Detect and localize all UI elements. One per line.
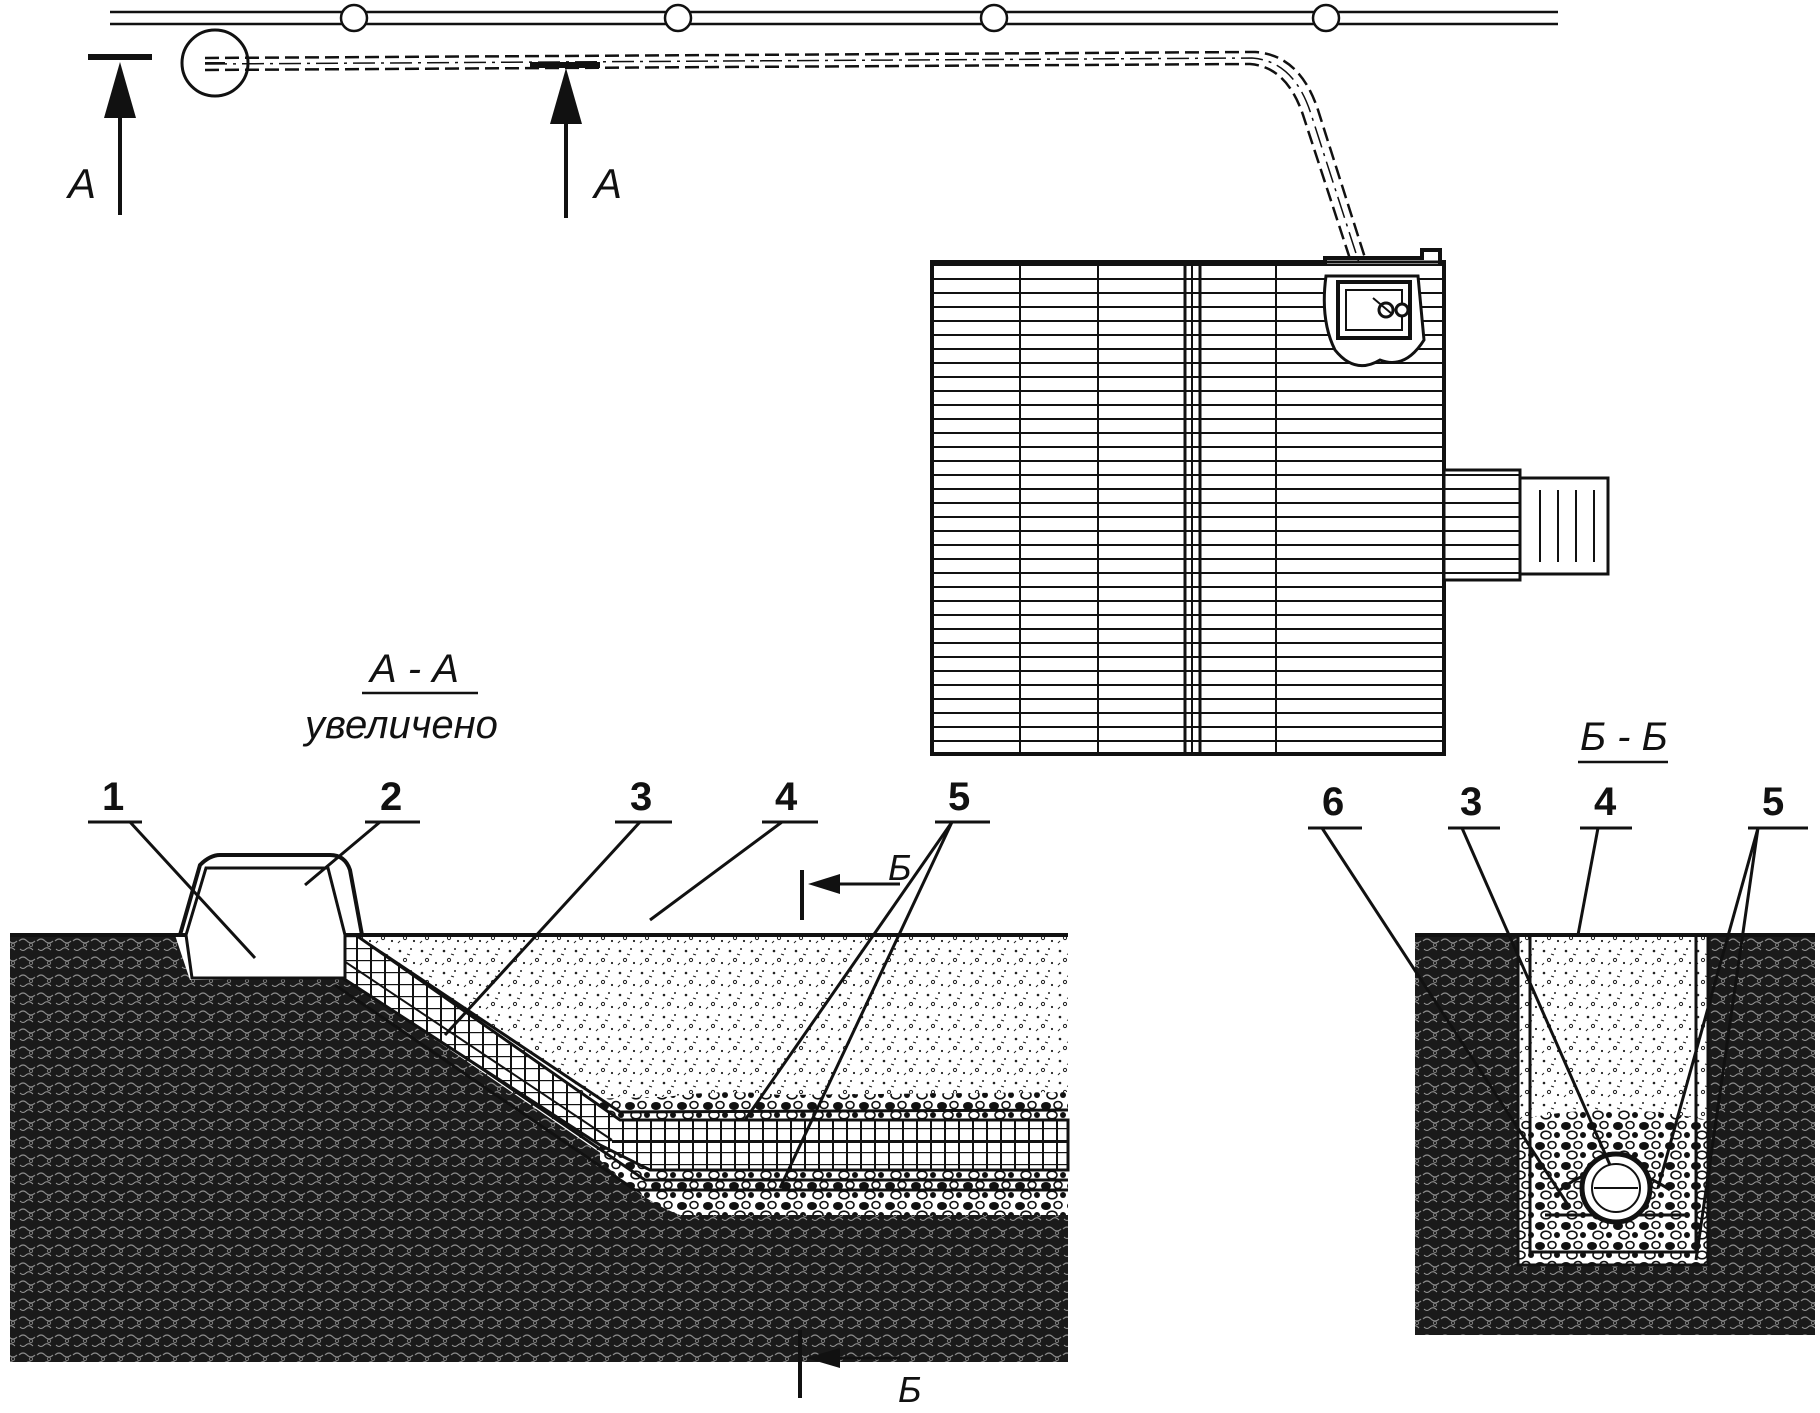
section-arrow-a-right [530, 62, 600, 218]
section-aa: А - А увеличено [10, 647, 1070, 1410]
svg-text:3: 3 [630, 775, 652, 819]
section-bb: Б - Б 6 3 4 [1308, 715, 1815, 1335]
callout-4: 4 [649, 775, 818, 922]
trench-soil [1415, 933, 1815, 1335]
drain-pipe-cross-section [1579, 1151, 1653, 1225]
section-aa-subtitle: увеличено [302, 703, 498, 747]
section-label-b-bottom: Б [898, 1369, 921, 1410]
downpipe-box [1322, 274, 1426, 368]
svg-text:4: 4 [775, 775, 798, 819]
callout-3-bb: 3 [1448, 780, 1612, 1166]
section-arrow-a-left [88, 54, 152, 215]
svg-text:2: 2 [380, 775, 402, 819]
callout-4-bb: 4 [1576, 780, 1632, 936]
section-label-a-left: А [65, 160, 96, 207]
callout-2: 2 [304, 775, 420, 887]
callout-5-bb: 5 [1656, 780, 1808, 1261]
porch-plan [1442, 468, 1610, 582]
trench-liner [1516, 935, 1710, 1267]
inspection-box [177, 853, 365, 980]
svg-text:5: 5 [948, 775, 970, 819]
well-symbol [180, 28, 250, 98]
section-label-a-right: А [591, 160, 622, 207]
callout-5: 5 [743, 775, 990, 1189]
section-label-b-top: Б [888, 847, 911, 888]
svg-text:6: 6 [1322, 780, 1344, 824]
section-bb-title: Б - Б [1580, 715, 1668, 759]
callout-3: 3 [443, 775, 672, 1037]
drain-pipe-midline [204, 57, 1374, 307]
section-arrow-b-top [800, 870, 900, 920]
drain-pipe-route [204, 50, 1382, 309]
callout-6: 6 [1308, 780, 1572, 1209]
section-arrow-b-bottom [798, 1330, 900, 1398]
svg-text:4: 4 [1594, 780, 1617, 824]
svg-text:1: 1 [102, 775, 124, 819]
fence-line [110, 3, 1558, 33]
svg-text:3: 3 [1460, 780, 1482, 824]
plan-view: А А [65, 3, 1610, 756]
section-aa-title: А - А [368, 647, 459, 691]
callout-1: 1 [88, 775, 257, 960]
svg-text:5: 5 [1762, 780, 1784, 824]
